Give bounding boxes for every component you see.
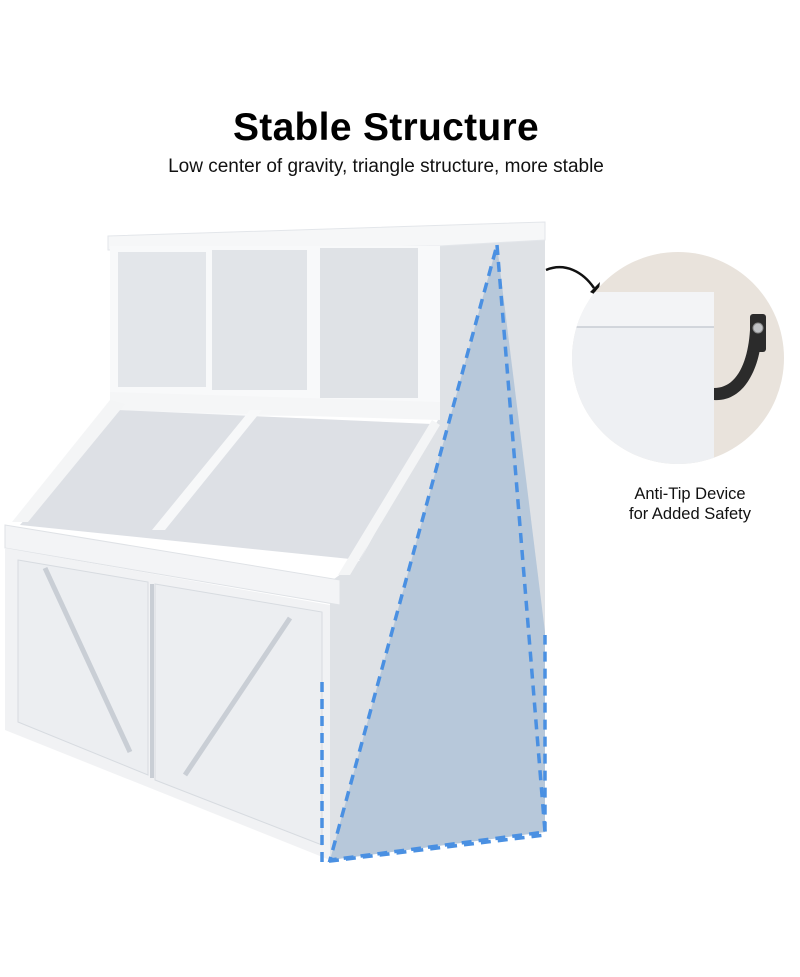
bins-back (20, 410, 432, 560)
arrow-icon (545, 265, 596, 289)
cubby-1 (118, 252, 206, 387)
front-lip (4, 524, 341, 606)
caption-line-1: Anti-Tip Device (634, 485, 746, 503)
cubby-2 (212, 250, 307, 390)
caption-line-2: for Added Safety (628, 505, 751, 523)
page-title: Stable Structure (232, 106, 540, 149)
stability-triangle (330, 245, 545, 860)
page-subtitle: Low center of gravity, triangle structur… (168, 156, 604, 177)
left-slant (12, 400, 125, 522)
cubby-3 (320, 248, 418, 398)
anti-tip-detail-inset (572, 252, 784, 464)
anti-tip-caption: Anti-Tip Device for Added Safety (590, 484, 790, 524)
top-board (107, 221, 546, 251)
anti-tip-bracket-icon (572, 292, 766, 464)
base-outline (320, 635, 547, 864)
middle-shelf (110, 392, 440, 420)
bin-divider (152, 410, 262, 530)
right-slant (338, 420, 440, 575)
